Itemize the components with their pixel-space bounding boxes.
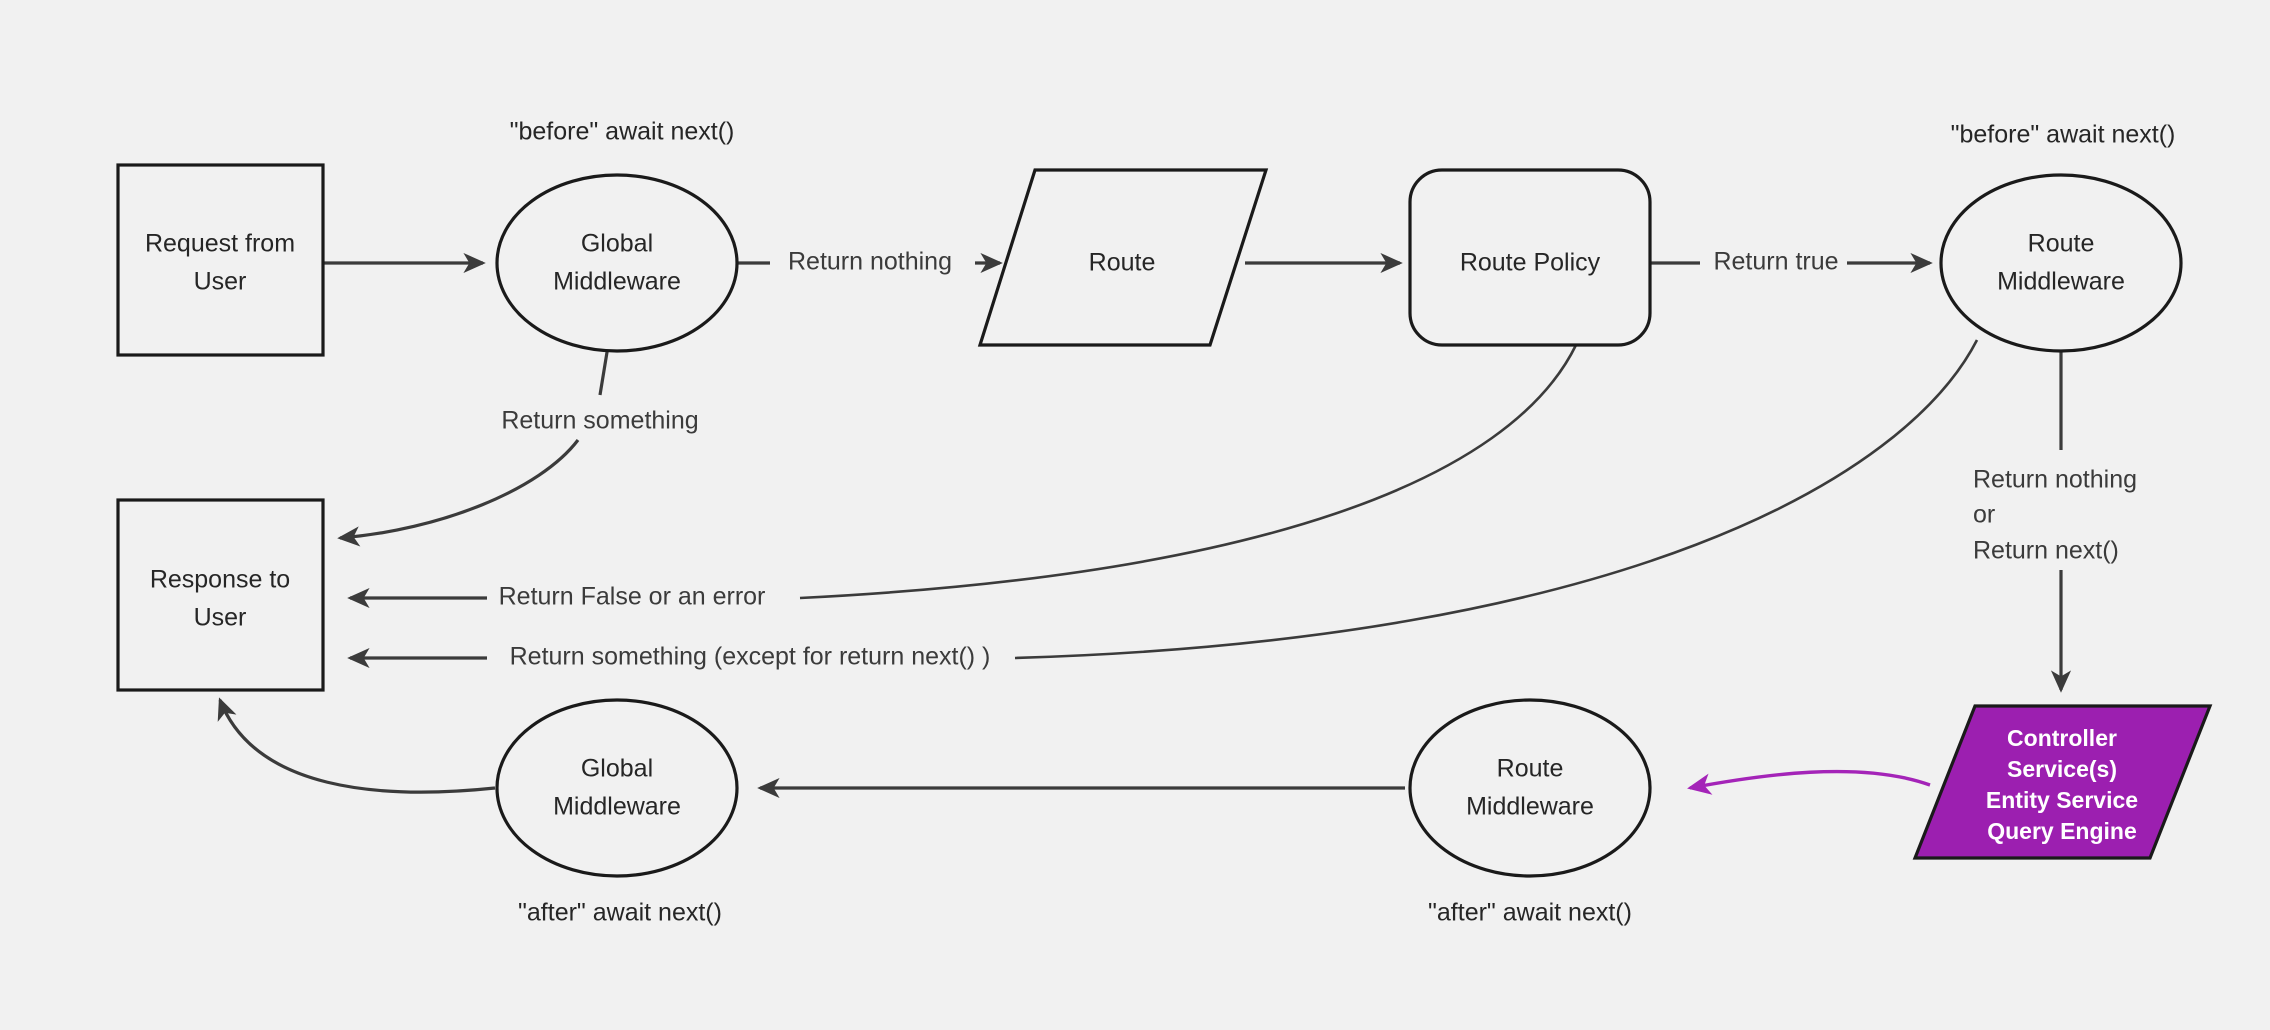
route-parallelogram-shape [977,168,1269,347]
edge-label-return-something-except: Return something (except for return next… [510,643,991,671]
route-middleware-bottom-label-line1: Route [1497,755,1564,783]
global-middleware-bottom-label-line2: Middleware [553,793,681,821]
edge-label-return-nothing-or-next-line3: Return next() [1973,537,2119,565]
edge-label-return-something: Return something [501,407,698,435]
controller-label-line1: Controller [2007,725,2117,751]
edge-label-return-true: Return true [1713,248,1838,276]
global-middleware-bottom-shape [495,698,739,878]
edge-route-policy-to-response-curve [799,344,1578,600]
annotation-before-await-next-global: "before" await next() [510,118,735,146]
route-middleware-top-label-line2: Middleware [1997,268,2125,296]
route-middleware-bottom-shape [1408,698,1652,878]
node-route-policy[interactable]: Route Policy [1408,168,1652,347]
global-middleware-top-label-line2: Middleware [553,268,681,296]
request-box-shape [116,163,325,357]
controller-parallelogram-shape [1912,704,2213,860]
node-route-middleware-bottom[interactable]: Route Middleware [1408,698,1652,878]
node-route-middleware-top[interactable]: Route Middleware [1939,173,2183,353]
response-box-shape [116,498,325,692]
edge-label-return-nothing-or-next-line1: Return nothing [1973,466,2137,494]
controller-label-line4: Query Engine [1987,818,2137,844]
node-response-to-user[interactable]: Response to User [116,498,325,692]
controller-label-line3: Entity Service [1986,787,2138,813]
edge-controller-to-route-middleware-bottom [1687,769,1931,795]
annotation-after-await-next-global: "after" await next() [518,899,722,927]
route-policy-shape [1408,168,1652,347]
node-global-middleware-top[interactable]: Global Middleware [495,173,739,353]
annotation-after-await-next-route: "after" await next() [1428,899,1632,927]
global-middleware-bottom-label-line1: Global [581,755,653,783]
request-label-line1: Request from [145,230,295,258]
global-middleware-top-shape [495,173,739,353]
node-global-middleware-bottom[interactable]: Global Middleware [495,698,739,878]
edge-label-return-false-or-error: Return False or an error [499,583,766,611]
node-request-from-user[interactable]: Request from User [116,163,325,357]
request-label-line2: User [194,268,247,296]
edge-global-middleware-bottom-to-response [217,697,496,794]
node-controller-services[interactable]: Controller Service(s) Entity Service Que… [1912,704,2213,860]
route-middleware-top-label-line1: Route [2028,230,2095,258]
route-middleware-top-shape [1939,173,2183,353]
route-policy-label: Route Policy [1460,249,1601,277]
node-route[interactable]: Route [977,168,1269,347]
response-label-line2: User [194,604,247,632]
route-middleware-bottom-label-line2: Middleware [1466,793,1594,821]
edge-label-return-nothing: Return nothing [788,248,952,276]
route-label: Route [1089,249,1156,277]
edge-global-middleware-return-something-lower [337,439,580,547]
response-label-line1: Response to [150,566,290,594]
edge-route-middleware-to-response-curve [1014,339,1979,660]
controller-label-line2: Service(s) [2007,756,2117,782]
global-middleware-top-label-line1: Global [581,230,653,258]
edge-label-return-nothing-or-next-line2: or [1973,501,1995,529]
annotation-before-await-next-route: "before" await next() [1951,121,2176,149]
